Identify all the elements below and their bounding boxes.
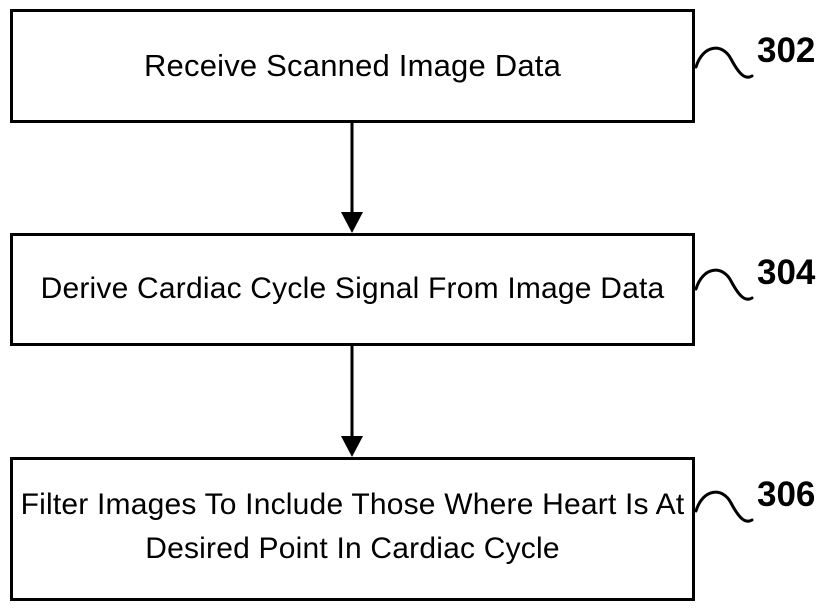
leader-squiggle-304 — [694, 268, 754, 301]
connector-arrow-302-to-304 — [341, 123, 363, 233]
process-box-302: Receive Scanned Image Data — [10, 9, 695, 123]
process-box-304-label: Derive Cardiac Cycle Signal From Image D… — [40, 272, 665, 305]
leader-squiggle-306 — [694, 490, 754, 523]
process-box-306: Filter Images To Include Those Where Hea… — [10, 457, 695, 601]
connector-arrow-304-to-306 — [341, 346, 363, 457]
process-box-302-label: Receive Scanned Image Data — [143, 48, 562, 83]
reference-numeral-302: 302 — [757, 31, 816, 70]
reference-numeral-304: 304 — [757, 253, 816, 292]
leader-squiggle-302 — [694, 46, 754, 79]
reference-numeral-306: 306 — [757, 475, 816, 514]
process-box-306-label: Filter Images To Include Those Where Hea… — [20, 488, 685, 565]
process-box-304: Derive Cardiac Cycle Signal From Image D… — [10, 233, 695, 346]
